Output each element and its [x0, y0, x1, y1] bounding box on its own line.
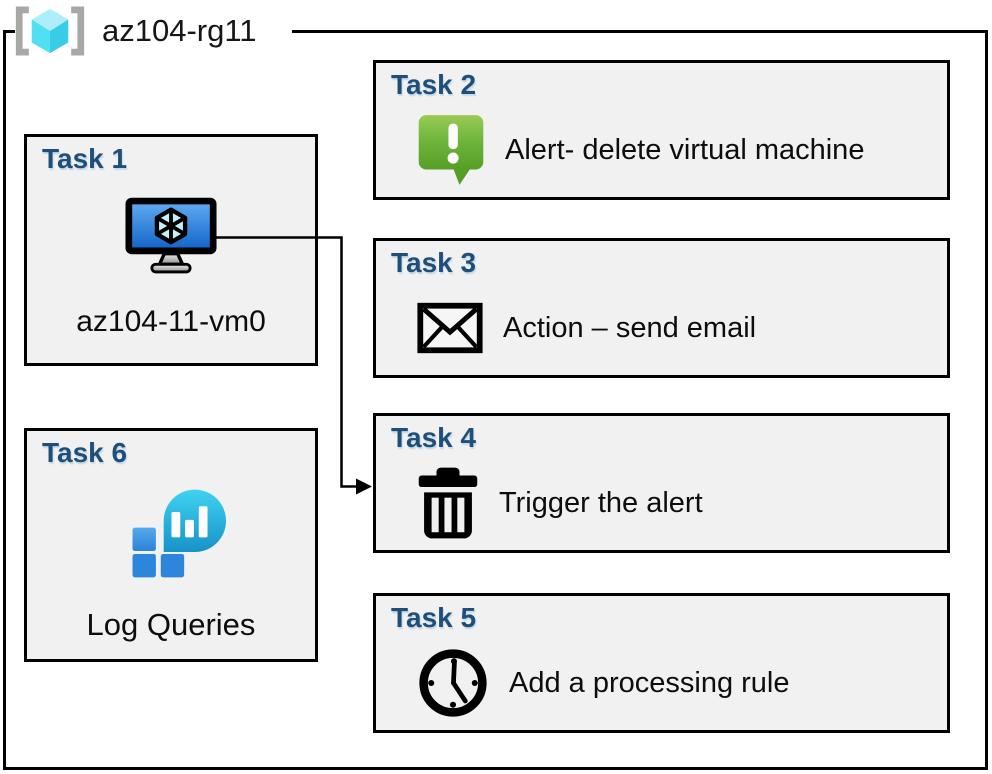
task1-box: Task 1 az104-11-vm0 [24, 134, 318, 366]
task1-title: Task 1 [42, 143, 128, 174]
email-envelope-icon [417, 302, 483, 354]
task1-icon-wrap [27, 197, 315, 276]
task6-title: Task 6 [42, 437, 128, 468]
virtual-machine-icon [125, 197, 217, 274]
task2-title: Task 2 [391, 69, 477, 100]
resource-group-label: az104-rg11 [102, 13, 257, 48]
trash-delete-icon [418, 467, 478, 539]
resource-group-icon [15, 6, 85, 56]
task4-box: Task 4 Trigger the alert [373, 413, 950, 553]
task5-box: Task 5 Add a processing rule [373, 593, 950, 733]
task3-label: Action – send email [503, 311, 757, 344]
task2-label: Alert- delete virtual machine [505, 133, 865, 166]
task1-label: az104-11-vm0 [76, 305, 266, 338]
task4-row: Trigger the alert [417, 462, 939, 544]
connector-arrowhead [356, 478, 372, 495]
task2-box: Task 2 Alert- delete virtual machine [373, 60, 950, 200]
task3-row: Action – send email [417, 287, 939, 369]
task5-title: Task 5 [391, 602, 477, 633]
task4-label: Trigger the alert [499, 486, 703, 519]
task3-box: Task 3 Action – send email [373, 238, 950, 378]
task6-box: Task 6 Log Queries [24, 428, 318, 662]
task6-label: Log Queries [86, 607, 256, 642]
clock-icon [419, 649, 487, 717]
task6-icon-wrap [27, 477, 315, 589]
resource-group-header: az104-rg11 [12, 4, 257, 58]
task5-row: Add a processing rule [417, 642, 939, 724]
task2-row: Alert- delete virtual machine [417, 109, 939, 191]
log-analytics-icon [132, 489, 227, 578]
alert-message-icon [418, 115, 484, 185]
task3-title: Task 3 [391, 247, 477, 278]
task5-label: Add a processing rule [509, 666, 790, 699]
task4-title: Task 4 [391, 422, 477, 453]
